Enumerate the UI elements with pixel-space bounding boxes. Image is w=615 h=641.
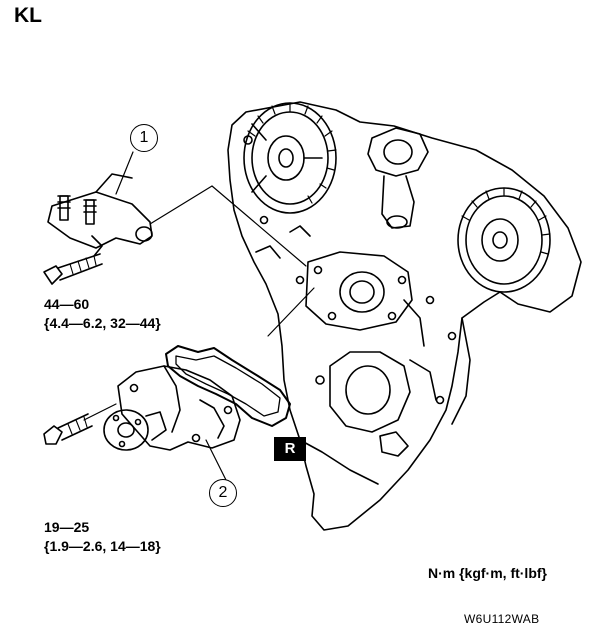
camshaft-pulley-left [243,102,337,214]
camshaft-pulley-right [457,187,551,293]
water-pump-bolt [43,413,93,445]
torque-nm: 19—25 [44,519,90,535]
engine-code-label: KL [14,4,42,27]
callout-bracket: 1 [130,124,158,152]
engine-block [227,101,582,531]
pump-mounting-face [305,251,413,331]
water-pump [103,365,241,451]
bracket-assembly [47,173,153,257]
torque-nm: 44—60 [44,296,90,312]
callout-water-pump: 2 [209,479,237,507]
units-legend: N·m {kgf·m, ft·lbf} [428,565,547,581]
replace-part-badge: R [274,437,306,461]
torque-alt-units: {1.9—2.6, 14—18} [44,538,161,554]
torque-alt-units: {4.4—6.2, 32—44} [44,315,161,331]
water-pump-gasket [165,345,291,427]
bracket-bolt [43,253,103,285]
figure-code: W6U112WAB [464,612,540,626]
lower-housing [329,351,411,457]
torque-spec-pump-bolt: 19—25 {1.9—2.6, 14—18} [44,518,161,556]
thermostat-housing [367,127,429,229]
torque-spec-bracket-bolt: 44—60 {4.4—6.2, 32—44} [44,295,161,333]
